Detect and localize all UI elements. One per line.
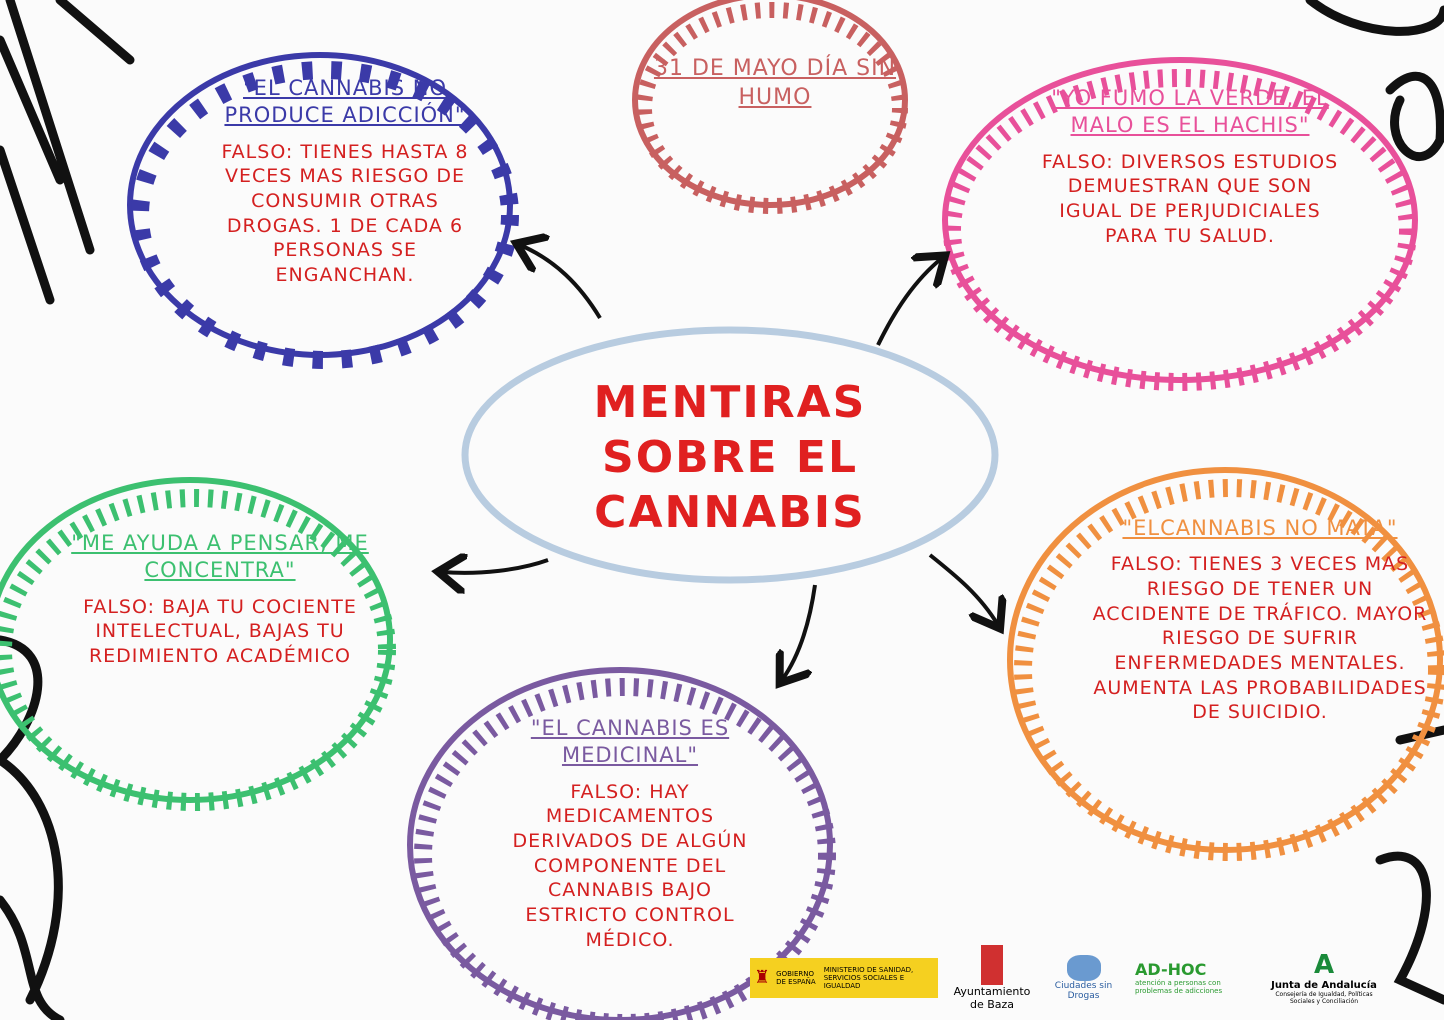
sponsor-logos: ♜ GOBIERNO DE ESPAÑA MINISTERIO DE SANID… bbox=[750, 935, 1390, 1020]
myth-answer: FALSO: TIENES 3 VECES MAS RIESGO DE TENE… bbox=[1092, 553, 1428, 724]
myth-answer: FALSO: TIENES HASTA 8 VECES MAS RIESGO D… bbox=[221, 140, 469, 287]
main-title: MENTIRAS SOBRE EL CANNABIS bbox=[593, 377, 867, 538]
myth-heading: "YO FUMO LA VERDE, EL MALO ES EL HACHIS" bbox=[1051, 86, 1329, 138]
adhoc-sub: atención a personas con problemas de adi… bbox=[1135, 979, 1223, 995]
myth-answer: FALSO: BAJA TU COCIENTE INTELECTUAL, BAJ… bbox=[83, 595, 357, 667]
myth-answer: FALSO: HAY MEDICAMENTOS DERIVADOS DE ALG… bbox=[512, 780, 748, 951]
myth-heading: "EL CANNABIS ES MEDICINAL" bbox=[530, 716, 730, 768]
arrows bbox=[442, 245, 998, 680]
gobierno-label: GOBIERNO DE ESPAÑA bbox=[776, 969, 816, 986]
myth-answer: FALSO: DIVERSOS ESTUDIOS DEMUESTRAN QUE … bbox=[1041, 150, 1339, 247]
myth-heading: "ME AYUDA A PENSAR, ME CONCENTRA" bbox=[71, 531, 369, 583]
myth-bubble-adiccion: "EL CANNABIS NO PRODUCE ADICCIÓN" FALSO:… bbox=[200, 75, 490, 288]
myth-bubble-pensar: "ME AYUDA A PENSAR, ME CONCENTRA" FALSO:… bbox=[70, 530, 370, 669]
coat-of-arms-icon: ♜ bbox=[754, 967, 771, 988]
logo-ayuntamiento: Ayuntamiento de Baza bbox=[952, 944, 1032, 1011]
myth-heading: "ELCANNABIS NO MATA" bbox=[1122, 516, 1398, 540]
logo-junta: A Junta de Andalucía Consejería de Igual… bbox=[1269, 950, 1379, 1005]
ciudades-label: Ciudades sin Drogas bbox=[1054, 980, 1113, 1001]
junta-a-icon: A bbox=[1313, 950, 1335, 980]
myth-bubble-mata: "ELCANNABIS NO MATA" FALSO: TIENES 3 VEC… bbox=[1090, 515, 1430, 725]
myth-bubble-verde: "YO FUMO LA VERDE, EL MALO ES EL HACHIS"… bbox=[1040, 85, 1340, 248]
date-heading: 31 DE MAYO DÍA SIN HUMO bbox=[653, 56, 897, 110]
logo-adhoc: AD-HOC atención a personas con problemas… bbox=[1135, 960, 1255, 995]
logo-gobierno: ♜ GOBIERNO DE ESPAÑA MINISTERIO DE SANID… bbox=[750, 957, 938, 998]
myth-bubble-medicinal: "EL CANNABIS ES MEDICINAL" FALSO: HAY ME… bbox=[495, 715, 765, 952]
junta-sub: Consejería de Igualdad, Políticas Social… bbox=[1275, 991, 1373, 1005]
ayuntamiento-label: Ayuntamiento de Baza bbox=[953, 984, 1031, 1011]
ministerio-label: MINISTERIO DE SANIDAD, SERVICIOS SOCIALE… bbox=[823, 965, 914, 990]
hatch bbox=[131, 61, 519, 369]
date-bubble: 31 DE MAYO DÍA SIN HUMO bbox=[650, 55, 900, 122]
myth-heading: "EL CANNABIS NO PRODUCE ADICCIÓN" bbox=[224, 76, 466, 128]
junta-label: Junta de Andalucía bbox=[1271, 980, 1377, 991]
logo-ciudades: Ciudades sin Drogas bbox=[1046, 954, 1121, 1001]
map-icon bbox=[1066, 954, 1101, 981]
adhoc-label: AD-HOC bbox=[1135, 960, 1207, 979]
baza-shield-icon bbox=[981, 944, 1003, 985]
